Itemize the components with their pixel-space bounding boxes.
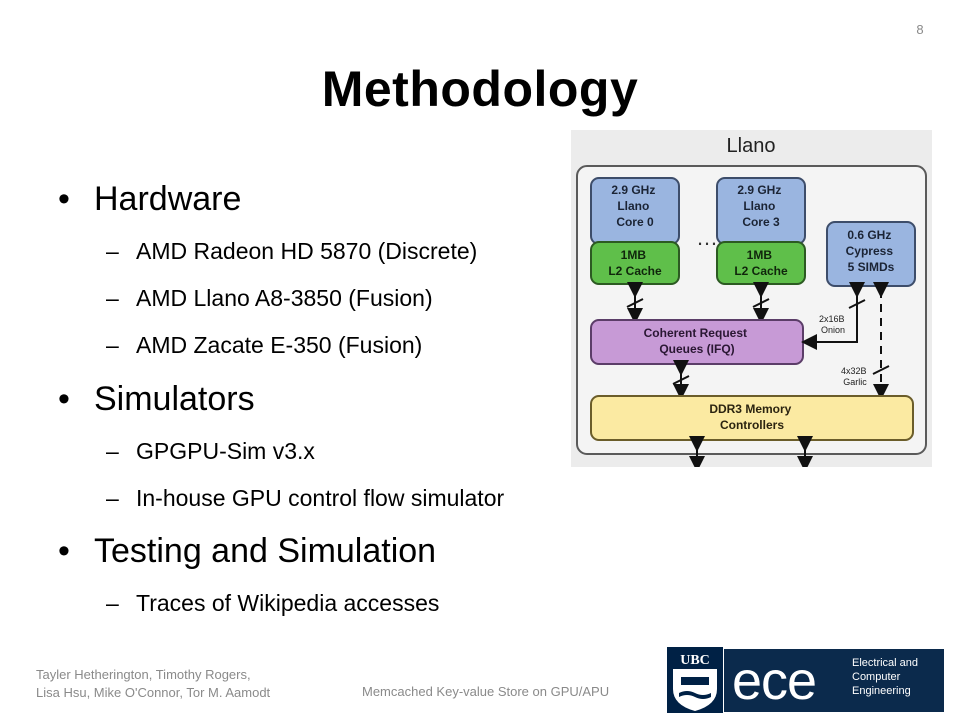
ece-logo: ece Electrical and Computer Engineering (724, 649, 944, 712)
gpu-line: 5 SIMDs (848, 260, 895, 274)
sub-bullet: –AMD Radeon HD 5870 (Discrete) (106, 238, 478, 264)
gpu-line: 0.6 GHz (847, 228, 891, 242)
diagram-title: Llano (727, 135, 776, 157)
onion-label: Onion (821, 325, 845, 335)
bullet-dot: • (58, 380, 70, 418)
bullet-label: Testing and Simulation (94, 532, 437, 570)
core0-line: Llano (617, 199, 649, 213)
svg-text:Coherent Request Queues: Coherent Request Queues (IFQ) (644, 326, 751, 356)
ece-logo-text: ece (732, 651, 816, 711)
slide-number: 8 (916, 22, 924, 37)
svg-text:2x16B Onion: 2x16B Onion (819, 314, 847, 335)
svg-text:Electrical and Computer: Electrical and Computer Engineering (852, 657, 921, 697)
tick (848, 299, 866, 309)
ddr-box (590, 395, 914, 441)
core3-line: Core 3 (742, 215, 780, 229)
ubc-logo: UBC (667, 647, 723, 713)
tick (672, 375, 690, 385)
footer-title: Memcached Key-value Store on GPU/APU (362, 684, 610, 699)
ubc-waves-icon (679, 691, 711, 699)
tick (872, 365, 890, 375)
sub-bullet-text: Traces of Wikipedia accesses (136, 590, 440, 616)
sub-bullet: –AMD Llano A8-3850 (Fusion) (106, 285, 433, 311)
sub-bullet-text: AMD Llano A8-3850 (Fusion) (136, 285, 433, 311)
gpu-box (826, 221, 916, 287)
sub-bullet-text: In-house GPU control flow simulator (136, 485, 505, 511)
ubc-logo-text: UBC (680, 653, 710, 668)
sub-bullet: –In-house GPU control flow simulator (106, 485, 505, 511)
core0-line: Core 0 (616, 215, 654, 229)
ifq-line: Queues (IFQ) (659, 342, 734, 356)
bullet-label: Simulators (94, 380, 255, 418)
footer-authors: Tayler Hetherington, Timothy Rogers, Lis… (36, 666, 270, 702)
garlic-label: 4x32B (841, 366, 867, 376)
authors-line: Lisa Hsu, Mike O'Connor, Tor M. Aamodt (36, 685, 271, 700)
svg-text:4x32B Garlic: 4x32B Garlic (841, 366, 869, 387)
bullet-hardware: • Hardware (58, 180, 241, 219)
authors-line: Tayler Hetherington, Timothy Rogers, (36, 667, 251, 682)
tick (626, 298, 644, 308)
ece-name-line: Electrical and (852, 657, 918, 669)
cache0-line: L2 Cache (608, 264, 662, 278)
sub-bullet-text: AMD Radeon HD 5870 (Discrete) (136, 238, 478, 264)
llano-architecture-diagram: Llano 2.9 GHz Llano Core 0 1MB L2 Cache … (571, 130, 932, 467)
svg-text:2.9 GHz Llano Core: 2.9 GHz Llano Core 0 (611, 183, 658, 229)
core3-line: Llano (743, 199, 775, 213)
svg-text:DDR3 Memory Controllers: DDR3 Memory Controllers (709, 402, 794, 432)
sub-bullet: –GPGPU-Sim v3.x (106, 438, 315, 464)
svg-text:1MB L2 Cache: 1MB L2 Cache (608, 248, 662, 278)
sub-bullet-text: AMD Zacate E-350 (Fusion) (136, 332, 423, 358)
ece-name-line: Engineering (852, 685, 911, 697)
svg-text:1MB L2 Cache: 1MB L2 Cache (734, 248, 788, 278)
sub-bullet: –Traces of Wikipedia accesses (106, 590, 440, 616)
slide-title: Methodology (321, 61, 639, 117)
cache0-line: 1MB (621, 248, 647, 262)
core3-line: 2.9 GHz (737, 183, 781, 197)
cache3-line: L2 Cache (734, 264, 788, 278)
onion-link (801, 282, 865, 350)
tick (752, 298, 770, 308)
sub-bullet: –AMD Zacate E-350 (Fusion) (106, 332, 423, 358)
gpu-line: Cypress (846, 244, 894, 258)
ubc-shield-icon (673, 669, 717, 711)
ece-name-line: Computer (852, 671, 901, 683)
garlic-label: Garlic (843, 377, 867, 387)
ellipsis: … (696, 225, 718, 250)
bullet-dot: • (58, 532, 70, 570)
ddr-line: Controllers (720, 418, 784, 432)
ddr-line: DDR3 Memory (709, 402, 791, 416)
onion-label: 2x16B (819, 314, 845, 324)
ubc-book-icon (681, 677, 709, 685)
core0-line: 2.9 GHz (611, 183, 655, 197)
bullet-testing: • Testing and Simulation (58, 532, 436, 571)
ifq-line: Coherent Request (644, 326, 747, 340)
bullet-simulators: • Simulators (58, 380, 255, 419)
svg-text:2.9 GHz Llano Core: 2.9 GHz Llano Core 3 (737, 183, 784, 229)
bullet-dot: • (58, 180, 70, 218)
cache3-line: 1MB (747, 248, 773, 262)
sub-bullet-text: GPGPU-Sim v3.x (136, 438, 315, 464)
svg-text:0.6 GHz Cypress 5: 0.6 GHz Cypress 5 SIMDs (846, 228, 897, 274)
bullet-label: Hardware (94, 180, 242, 218)
